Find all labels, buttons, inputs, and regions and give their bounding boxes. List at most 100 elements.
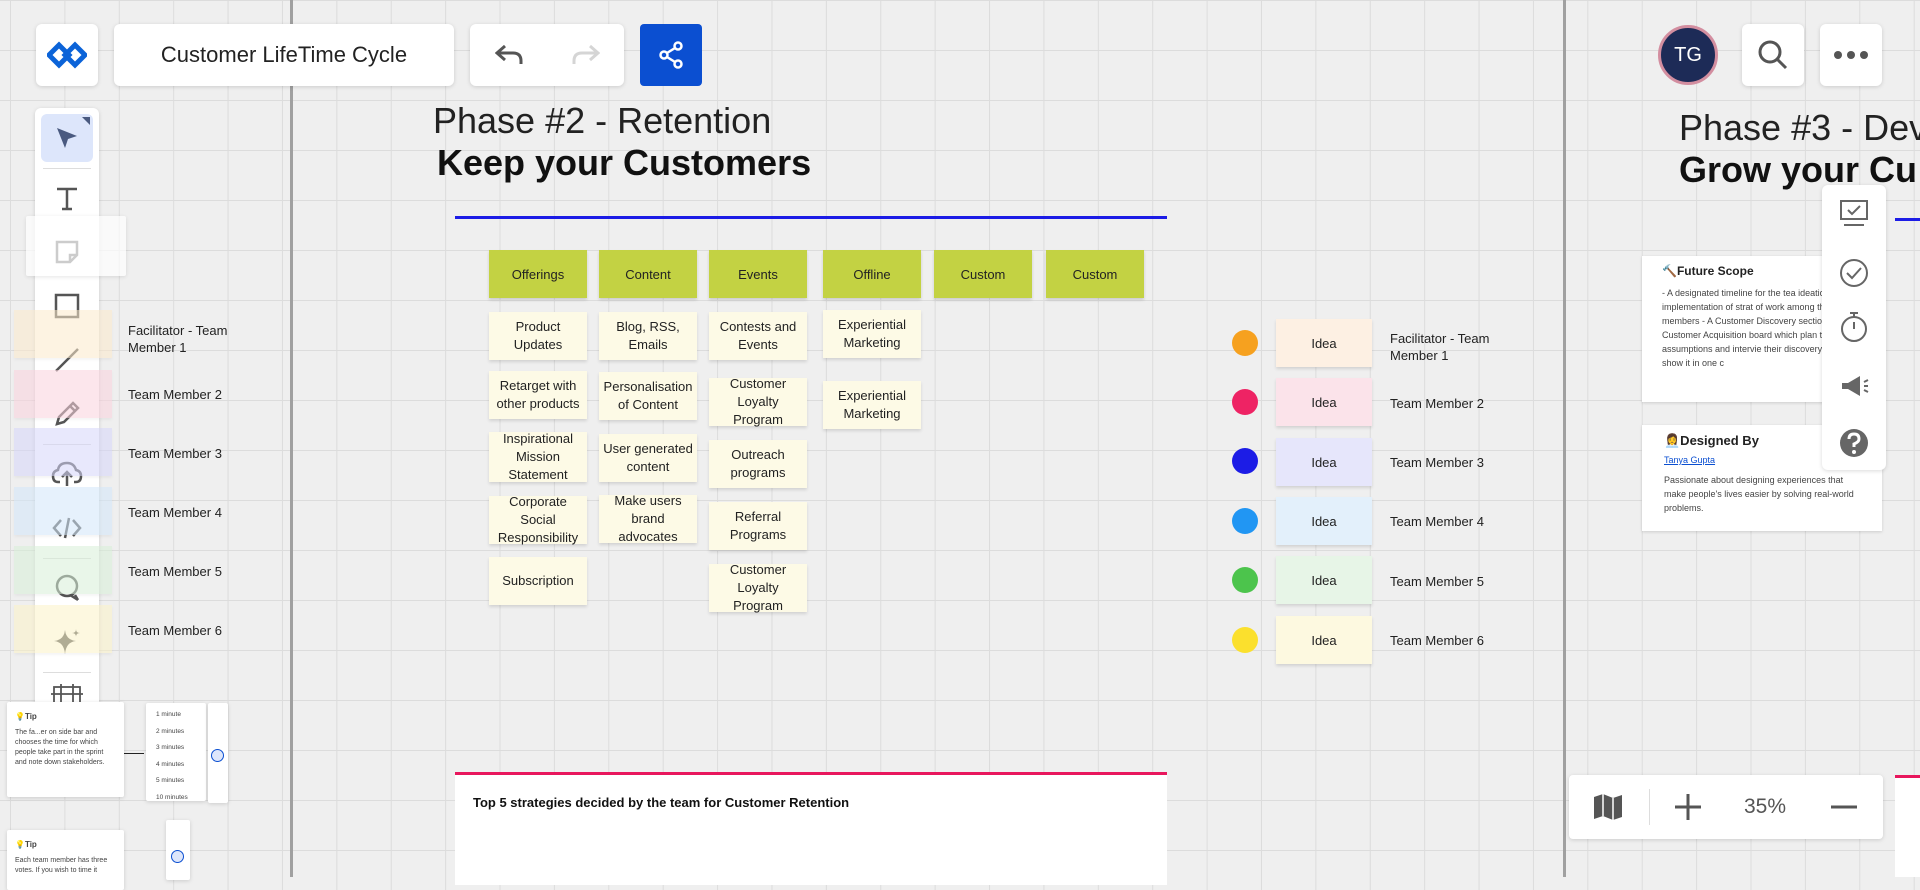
minimap-button[interactable] [1569,775,1647,839]
board-title[interactable]: Customer LifeTime Cycle [160,42,408,67]
text-icon [57,187,77,211]
sticky-note[interactable]: User generated content [599,434,697,482]
strategies-top-line [455,772,1167,775]
member-label: Facilitator - Team Member 1 [128,323,228,355]
designer-link[interactable]: Tanya Gupta [1664,455,1716,465]
logo-button[interactable] [36,24,98,86]
help-button[interactable] [1822,418,1886,468]
column-header[interactable]: Content [599,250,697,298]
toolbar-divider [43,672,91,673]
sticky-note[interactable]: Inspirational Mission Statement [489,431,587,482]
share-icon [659,41,683,69]
member-sticky[interactable] [14,310,112,358]
member-color-dot [1232,508,1258,534]
phase2-title: Phase #2 - Retention [433,100,772,141]
zoom-controls: 35% [1569,775,1883,839]
sticky-note[interactable]: Customer Loyalty Program [709,562,807,613]
present-button[interactable] [1822,188,1886,238]
search-button[interactable] [1742,24,1804,86]
zoom-out-button[interactable] [1805,775,1883,839]
zoom-divider [1649,789,1650,825]
sticky-note[interactable]: Blog, RSS, Emails [599,312,697,360]
idea-sticky[interactable]: Idea [1276,497,1372,545]
timer-option[interactable]: 1 minute [156,711,181,718]
tip-card: 💡Tip The fa...er on side bar and chooses… [7,702,124,797]
member-label: Facilitator - Team Member 1 [1390,331,1490,363]
partial-note-card [26,216,126,276]
timer-option[interactable]: 3 minutes [156,744,185,751]
timer-dropdown: 1 minute 2 minutes 3 minutes 4 minutes 5… [146,703,206,801]
board-title-box[interactable]: Customer LifeTime Cycle [114,24,454,86]
sticky-note[interactable]: Retarget with other products [489,371,587,419]
member-label: Team Member 3 [128,446,222,461]
idea-sticky[interactable]: Idea [1276,556,1372,604]
member-sticky[interactable] [14,487,112,535]
member-label: Team Member 2 [1390,396,1484,411]
timer-option[interactable]: 10 minutes [156,793,188,801]
sticky-note[interactable]: Experiential Marketing [823,381,921,429]
phase3-strategy-box [1895,778,1920,877]
user-initials: TG [1674,43,1702,66]
member-label: Team Member 5 [128,564,222,579]
sticky-note[interactable]: Corporate Social Responsibility [489,494,587,545]
phase3-underline [1895,218,1920,221]
member-label: Team Member 4 [128,505,222,520]
more-options-button[interactable] [1820,24,1882,86]
user-avatar[interactable]: TG [1658,25,1718,85]
sticky-note[interactable]: Customer Loyalty Program [709,376,807,427]
idea-sticky[interactable]: Idea [1276,378,1372,426]
undo-button[interactable] [470,24,547,86]
column-header[interactable]: Offline [823,250,921,298]
member-color-dot [1232,330,1258,356]
frame-divider-right [1563,0,1566,877]
redo-button[interactable] [547,24,624,86]
future-scope-text: - A designated timeline for the tea idea… [1662,288,1853,368]
timer-option[interactable]: 2 minutes [156,727,185,735]
tip-arrow [124,753,144,754]
sticky-note[interactable]: Subscription [489,557,587,605]
sticky-note[interactable]: Contests and Events [709,312,807,360]
member-sticky[interactable] [14,428,112,476]
sticky-note[interactable]: Product Updates [489,312,587,360]
undo-icon [494,44,522,64]
timer-button[interactable] [1822,302,1886,352]
select-tool[interactable] [41,114,93,162]
vote-button[interactable] [1822,248,1886,298]
member-sticky[interactable] [14,605,112,653]
search-icon [1758,40,1788,70]
sticky-note[interactable]: Referral Programs [709,502,807,550]
timer-option[interactable]: 5 minutes [156,777,185,784]
redo-icon [572,44,600,64]
text-tool[interactable] [41,174,93,222]
member-label: Team Member 6 [128,623,222,638]
idea-sticky[interactable]: Idea [1276,319,1372,367]
member-sticky[interactable] [14,370,112,418]
timer-option[interactable]: 4 minutes [156,760,185,768]
pointer-icon [57,128,77,148]
column-header[interactable]: Custom [1046,250,1144,298]
more-dots-icon [1834,51,1868,59]
idea-sticky[interactable]: Idea [1276,438,1372,486]
announce-button[interactable] [1822,362,1886,412]
sticky-note[interactable]: Experiential Marketing [823,310,921,358]
column-header[interactable]: Custom [934,250,1032,298]
member-sticky[interactable] [14,546,112,594]
column-header[interactable]: Events [709,250,807,298]
sticky-note[interactable]: Make users brand advocates [599,493,697,544]
stopwatch-icon [1841,312,1867,342]
phase2-underline [455,216,1167,219]
minus-icon [1831,805,1857,809]
zoom-level[interactable]: 35% [1743,795,1787,818]
member-color-dot [1232,627,1258,653]
tip-title: 💡Tip [15,712,37,721]
phase3-strategy-line [1895,775,1920,778]
member-label: Team Member 5 [1390,574,1484,589]
phase3-title: Phase #3 - Dev [1679,107,1920,148]
sticky-note[interactable]: Outreach programs [709,440,807,488]
mini-sidebar [208,703,228,803]
zoom-in-button[interactable] [1651,775,1725,839]
column-header[interactable]: Offerings [489,250,587,298]
sticky-note[interactable]: Personalisation of Content [599,372,697,420]
share-button[interactable] [640,24,702,86]
idea-sticky[interactable]: Idea [1276,616,1372,664]
